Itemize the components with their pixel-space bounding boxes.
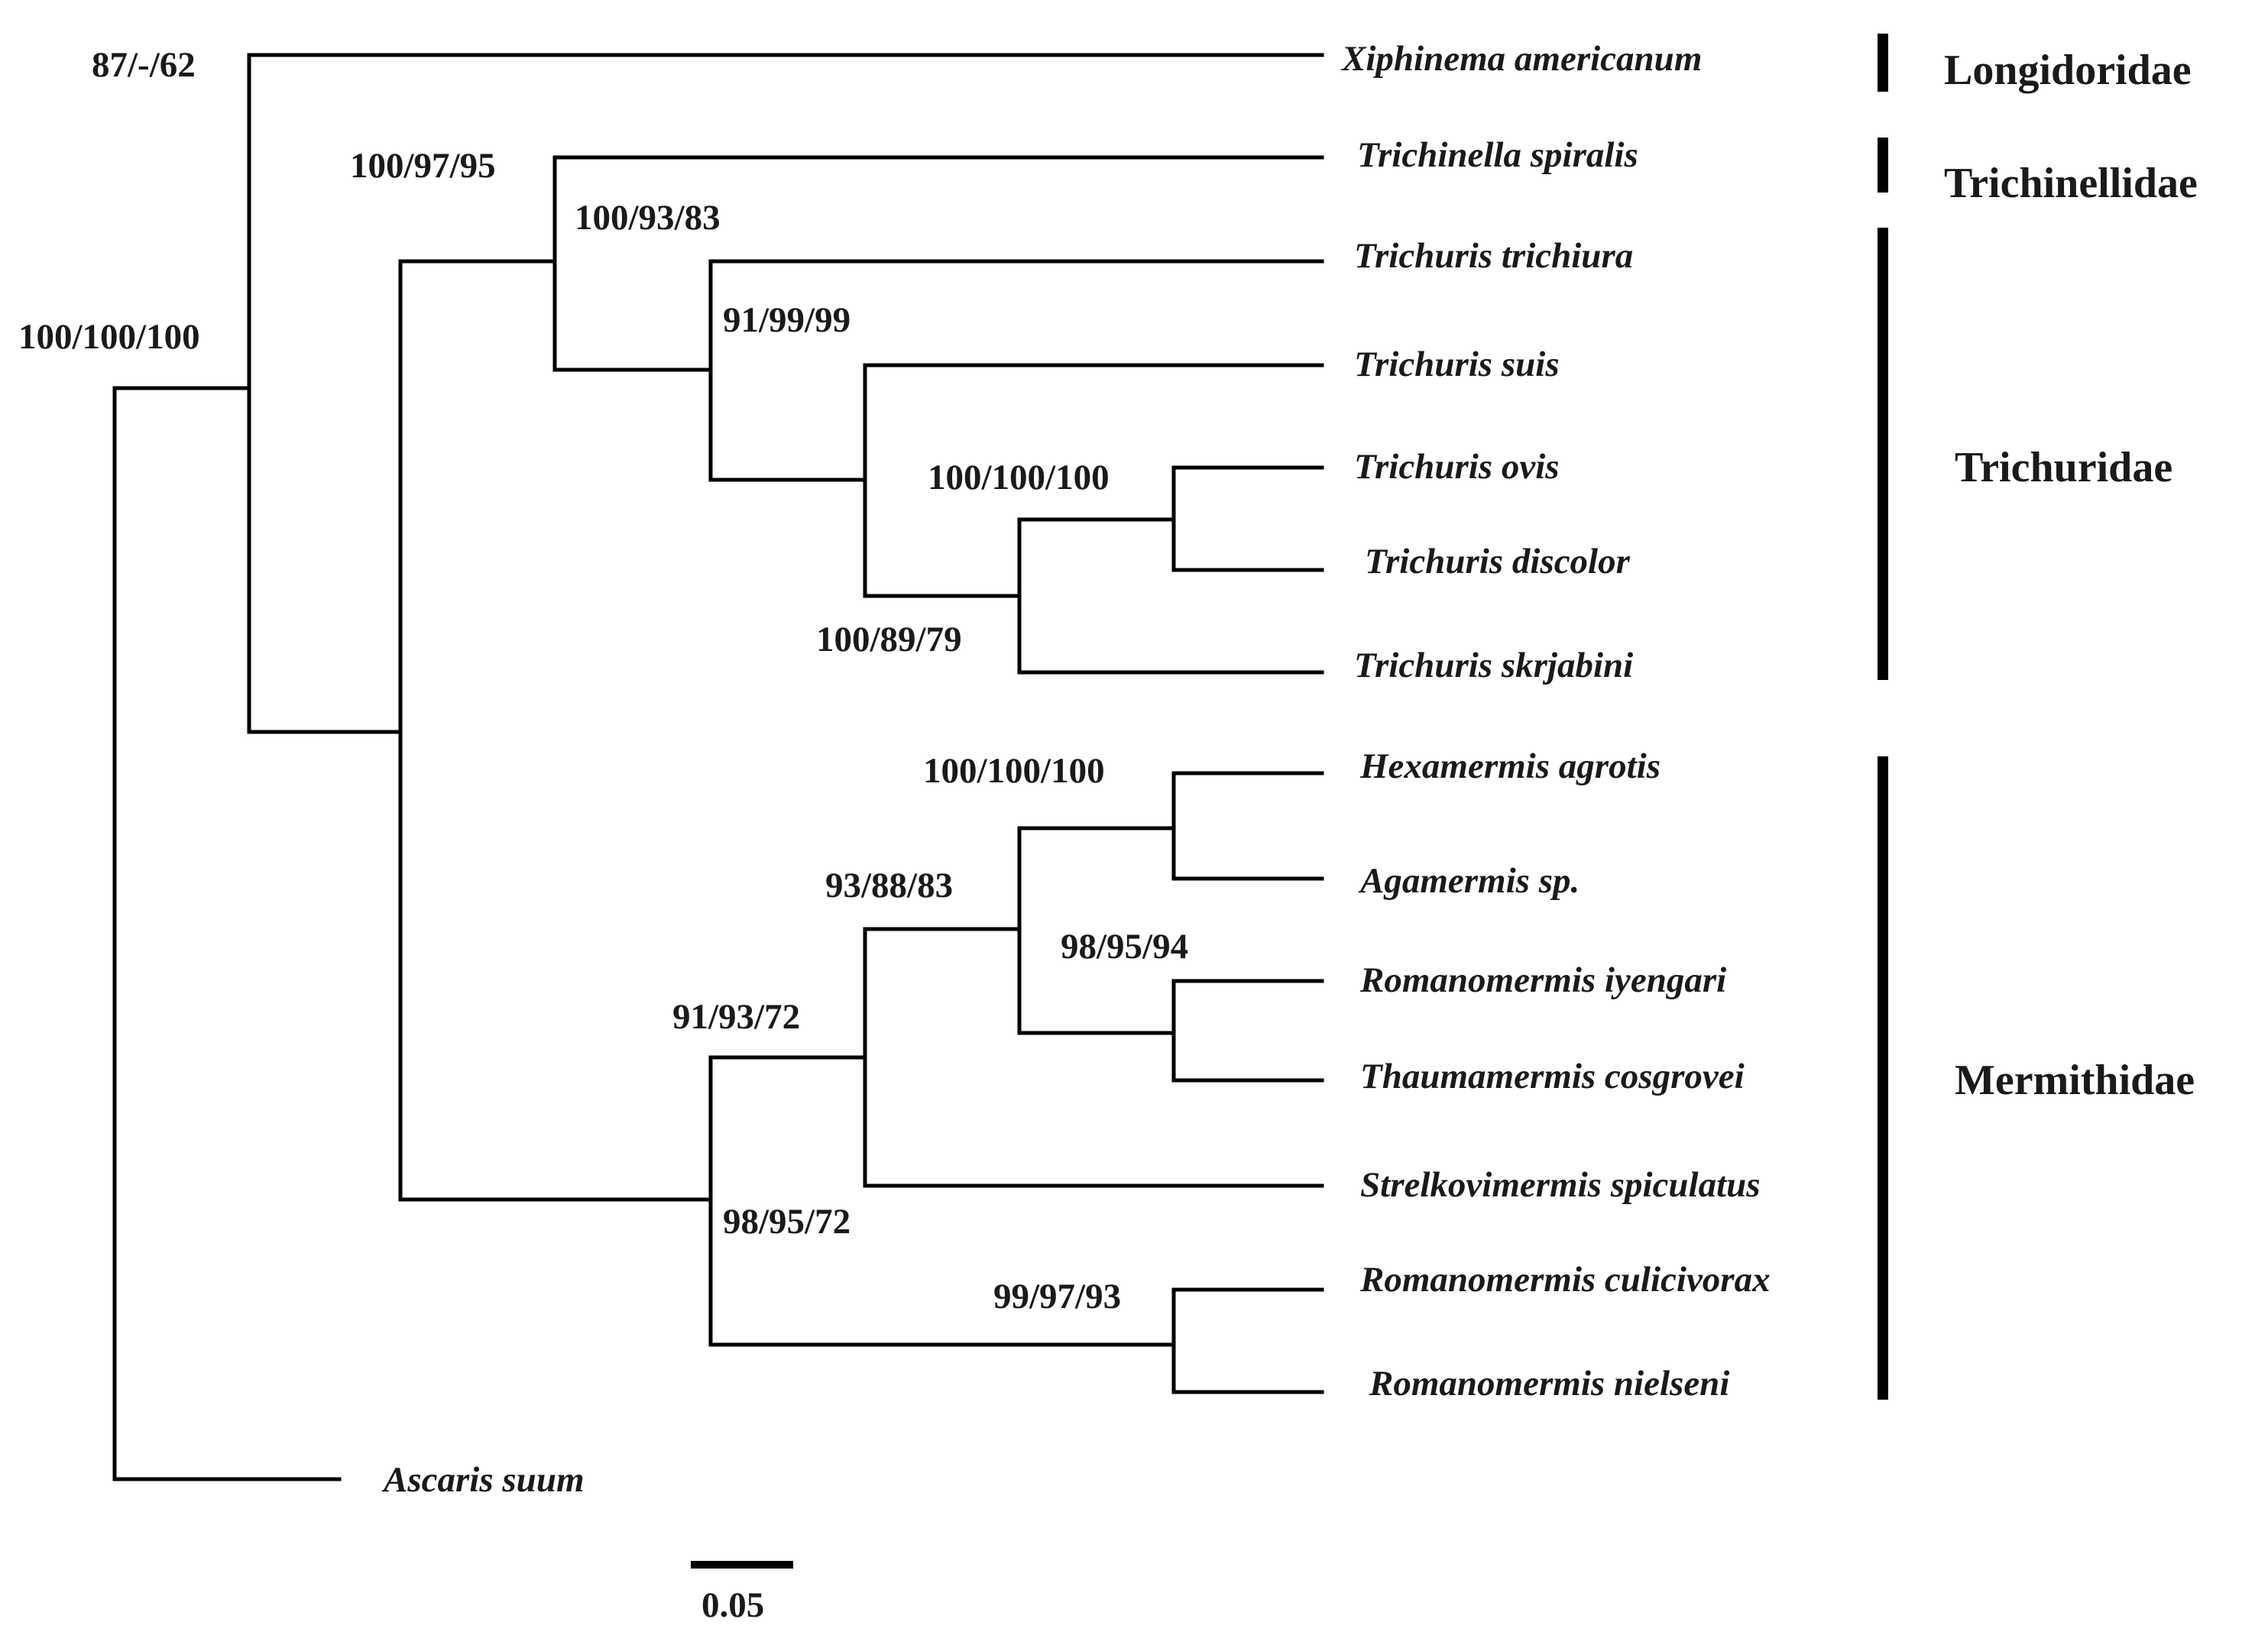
family-label: Mermithidae	[1955, 1057, 2195, 1104]
support-label: 100/93/83	[575, 198, 721, 238]
taxon-label: Trichuris ovis	[1354, 447, 1560, 487]
support-label: 91/99/99	[723, 300, 851, 340]
support-label: 98/95/94	[1061, 927, 1188, 966]
taxon-label: Trichuris suis	[1354, 345, 1560, 384]
taxon-label: Agamermis sp.	[1358, 861, 1580, 901]
taxon-label: Ascaris suum	[381, 1460, 585, 1500]
tree-branches	[112, 53, 1324, 1481]
scale-bar: 0.05	[691, 1561, 793, 1625]
support-label: 100/100/100	[923, 751, 1105, 791]
support-labels: 87/-/62 100/97/95 100/93/83 100/100/100 …	[18, 45, 1188, 1316]
family-labels: Longidoridae Trichinellidae Trichuridae …	[1944, 47, 2198, 1104]
taxon-label: Romanomermis iyengari	[1359, 960, 1726, 1000]
support-label: 100/89/79	[816, 620, 962, 659]
support-label: 87/-/62	[92, 45, 196, 85]
support-label: 93/88/83	[825, 866, 953, 905]
taxon-label: Xiphinema americanum	[1340, 39, 1702, 79]
support-label: 99/97/93	[993, 1277, 1121, 1316]
taxon-label: Trichuris discolor	[1365, 542, 1631, 581]
taxon-label: Trichuris skrjabini	[1354, 646, 1633, 685]
taxon-label: Strelkovimermis spiculatus	[1360, 1165, 1761, 1205]
support-label: 100/97/95	[350, 146, 496, 186]
family-label: Trichuridae	[1955, 444, 2172, 491]
support-label: 100/100/100	[928, 458, 1110, 497]
taxon-label: Thaumamermis cosgrovei	[1360, 1057, 1745, 1096]
taxon-label: Hexamermis agrotis	[1359, 746, 1661, 786]
family-label: Trichinellidae	[1944, 160, 2198, 207]
taxon-label: Romanomermis culicivorax	[1359, 1260, 1771, 1300]
family-label: Longidoridae	[1944, 47, 2192, 94]
taxon-label: Romanomermis nielseni	[1369, 1364, 1729, 1404]
taxon-label: Trichuris trichiura	[1354, 236, 1633, 276]
support-label: 91/93/72	[672, 997, 800, 1037]
support-label: 100/100/100	[18, 317, 200, 357]
taxon-label: Trichinella spiralis	[1357, 135, 1638, 175]
scale-bar-label: 0.05	[701, 1585, 764, 1625]
support-label: 98/95/72	[723, 1202, 851, 1242]
taxon-labels: Xiphinema americanum Trichinella spirali…	[381, 39, 1771, 1500]
